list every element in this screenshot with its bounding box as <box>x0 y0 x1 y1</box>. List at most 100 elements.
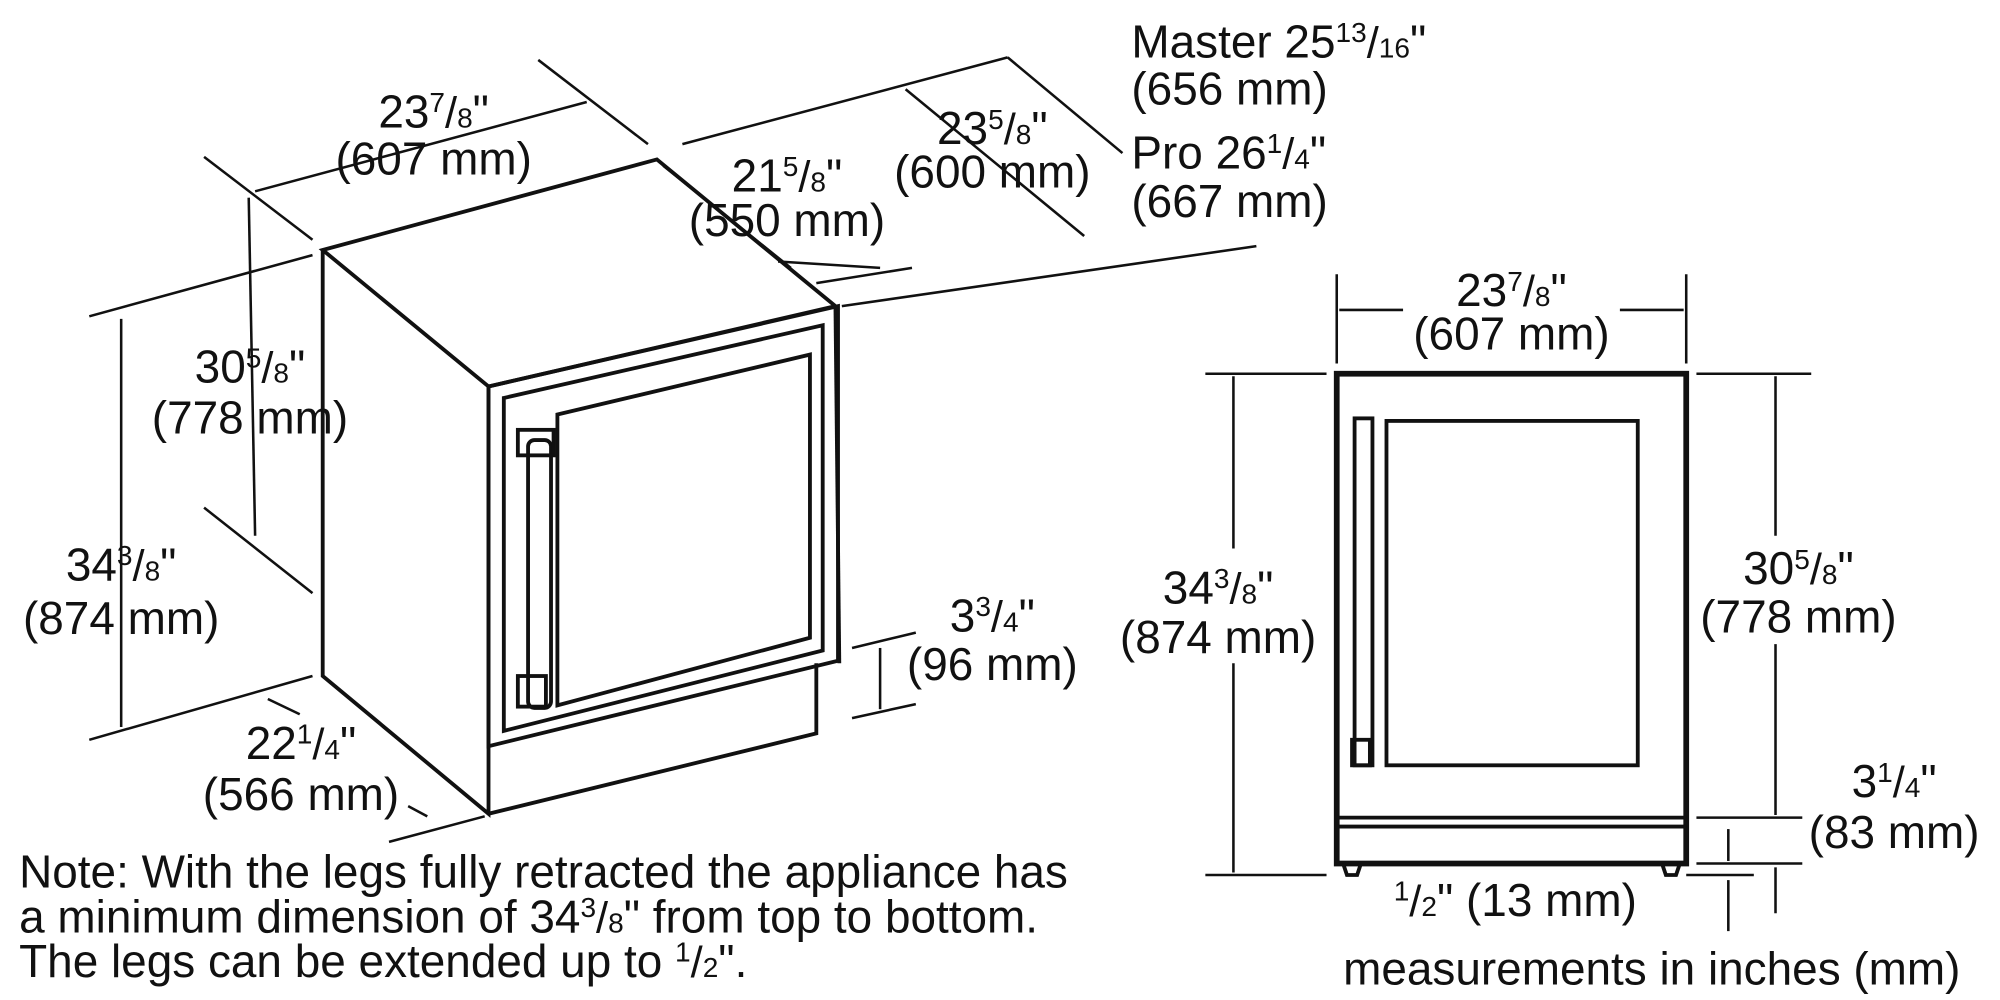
fraction-slash: / <box>312 721 325 769</box>
door-frame <box>501 322 825 734</box>
dimension-inches: 235/8" <box>937 102 1048 154</box>
label-text: " <box>1550 264 1566 316</box>
label-text: 3 <box>1852 755 1878 807</box>
dimension-mm: (550 mm) <box>689 194 885 246</box>
dimension-inches: 343/8" <box>66 538 177 590</box>
note-line: a minimum dimension of 343/8" from top t… <box>19 890 1038 942</box>
iso-toekick-depth-label: 221/4"(566 mm) <box>203 717 399 820</box>
fraction-slash: / <box>691 939 704 987</box>
dimension-inches: Master 2513/16" <box>1131 15 1426 67</box>
front-leg-left <box>1341 862 1363 877</box>
fraction-slash: / <box>1229 565 1242 613</box>
iso-depth-total-label: 235/8"(600 mm) <box>894 102 1090 197</box>
front-toekick-height-label: 31/4"(83 mm) <box>1809 755 1980 858</box>
fraction-denominator: 16 <box>1379 32 1410 63</box>
door-handle <box>526 438 553 710</box>
label-text: 21 <box>732 149 783 201</box>
dimension-mm: (83 mm) <box>1809 806 1980 858</box>
fraction-numerator: 5 <box>1794 544 1810 575</box>
dimension-mm: (667 mm) <box>1131 175 1327 227</box>
label-text: " (13 mm) <box>1437 874 1637 926</box>
dimension-inches: 237/8" <box>378 86 489 138</box>
front-door-handle <box>1352 416 1375 768</box>
fraction-numerator: 5 <box>988 104 1004 135</box>
dimension-mm: (96 mm) <box>907 638 1078 690</box>
fraction-slash: / <box>1282 130 1295 178</box>
fraction-slash: / <box>261 345 274 393</box>
dimension-inches: 237/8" <box>1456 264 1567 316</box>
fraction-numerator: 3 <box>1214 563 1230 594</box>
fraction-slash: / <box>798 153 811 201</box>
legs-extension-label: 1/2" (13 mm) <box>1394 874 1637 926</box>
fraction-slash: / <box>991 593 1004 641</box>
dimension-mm: (874 mm) <box>1120 611 1316 663</box>
fraction-slash: / <box>1523 268 1536 316</box>
dimension-mm: (656 mm) <box>1131 63 1327 115</box>
fraction-numerator: 5 <box>246 342 262 373</box>
label-text: " <box>826 149 842 201</box>
dimension-inches: 221/4" <box>246 717 357 769</box>
label-text: 34 <box>1163 561 1214 613</box>
fraction-numerator: 1 <box>1267 128 1283 159</box>
label-text: The legs can be extended up to <box>19 935 675 987</box>
front-cabinet-outline <box>1333 370 1690 867</box>
label-text: " <box>1310 126 1326 178</box>
note-line: The legs can be extended up to 1/2". <box>19 935 747 987</box>
fraction-denominator: 8 <box>608 907 624 938</box>
fraction-slash: / <box>1367 19 1380 67</box>
front-total-height-label: 343/8"(874 mm) <box>1120 561 1316 663</box>
dimension-inches: Pro 261/4" <box>1131 126 1326 178</box>
fraction-numerator: 1 <box>297 719 313 750</box>
label-text: 23 <box>1456 264 1507 316</box>
label-text: Pro 26 <box>1131 126 1266 178</box>
fraction-denominator: 8 <box>1242 578 1258 609</box>
label-text: " from top to bottom. <box>624 890 1038 942</box>
dimension-inches: 343/8" <box>1163 561 1274 613</box>
dimension-mm: (874 mm) <box>23 592 219 644</box>
dimension-mm: (607 mm) <box>1413 307 1609 359</box>
fraction-denominator: 8 <box>457 103 473 134</box>
toe-kick <box>488 663 819 816</box>
label-text: 30 <box>1743 542 1794 594</box>
legs-note: Note: With the legs fully retracted the … <box>19 846 1068 987</box>
iso-depth-pro-label: Pro 261/4"(667 mm) <box>1131 126 1327 226</box>
front-handle-cap <box>1350 737 1372 768</box>
fraction-numerator: 3 <box>117 540 133 571</box>
fraction-denominator: 4 <box>1905 772 1921 803</box>
label-text: " <box>160 538 176 590</box>
fraction-numerator: 1 <box>1877 757 1893 788</box>
fraction-slash: / <box>1409 878 1422 926</box>
label-text: Note: With the legs fully retracted the … <box>19 846 1068 898</box>
dimension-inches: 31/4" <box>1852 755 1937 807</box>
fraction-denominator: 4 <box>1003 606 1019 637</box>
label-text: 34 <box>66 538 117 590</box>
dimension-inches: 215/8" <box>732 149 843 201</box>
fraction-denominator: 8 <box>810 166 826 197</box>
dimension-labels: 237/8"(607 mm)215/8"(550 mm)235/8"(600 m… <box>19 15 1979 994</box>
fraction-numerator: 1 <box>1394 876 1410 907</box>
fraction-denominator: 8 <box>1016 119 1032 150</box>
front-door-glass <box>1384 419 1640 768</box>
dimension-mm: (607 mm) <box>335 133 531 185</box>
front-dimension-lines <box>1205 274 1812 932</box>
dimension-inches: 33/4" <box>950 589 1035 641</box>
fraction-slash: / <box>1893 759 1906 807</box>
label-text: " <box>1837 542 1853 594</box>
note-line: Note: With the legs fully retracted the … <box>19 846 1068 898</box>
fraction-numerator: 7 <box>1507 266 1523 297</box>
dimension-inches: 305/8" <box>1743 542 1854 594</box>
dimension-inches: 305/8" <box>195 341 306 393</box>
fraction-numerator: 13 <box>1336 17 1367 48</box>
iso-total-height-label: 343/8"(874 mm) <box>23 538 219 644</box>
dimension-mm: (566 mm) <box>203 768 399 820</box>
label-text: " <box>1031 102 1047 154</box>
fraction-denominator: 8 <box>273 358 289 389</box>
fraction-denominator: 8 <box>1822 559 1838 590</box>
fraction-numerator: 3 <box>580 892 596 923</box>
front-door-height-label: 305/8"(778 mm) <box>1700 542 1896 642</box>
label-text: Master 25 <box>1131 15 1335 67</box>
door-glass <box>555 352 812 708</box>
label-text: 30 <box>195 341 246 393</box>
iso-cabinet-height-label: 305/8"(778 mm) <box>152 341 348 444</box>
